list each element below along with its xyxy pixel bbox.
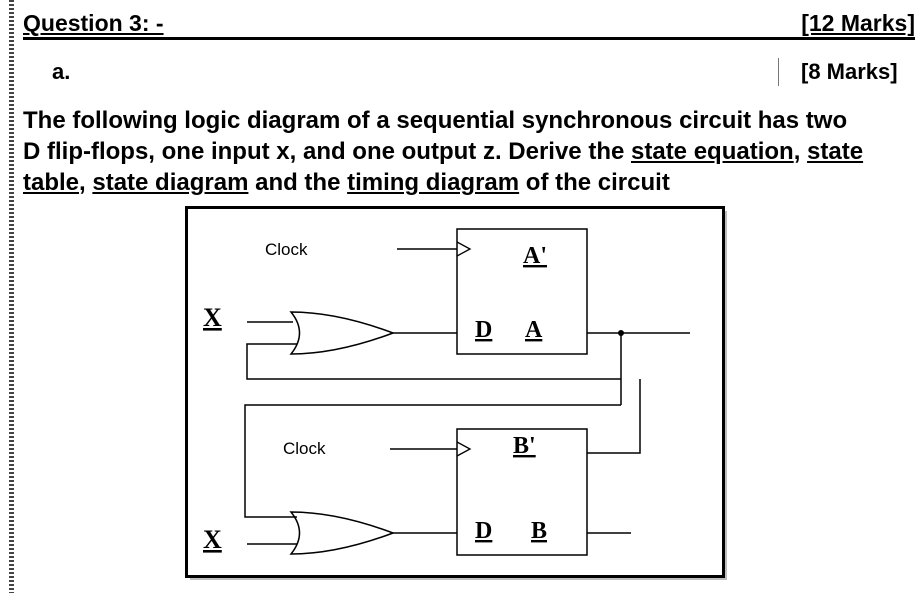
ff-b-d-label: D xyxy=(475,518,492,544)
ff-a-clock-label: Clock xyxy=(265,240,308,259)
text-segment: , xyxy=(793,138,808,165)
title-underline-rule xyxy=(23,37,915,40)
term-state-diagram: state diagram xyxy=(92,169,249,196)
term-state: state xyxy=(807,138,864,165)
ff-b-clock-label: Clock xyxy=(283,439,326,458)
diagram-frame xyxy=(185,206,725,578)
logic-diagram: Clock A' D A X Clock B' D B X xyxy=(185,206,728,581)
term-state-equation: state equation xyxy=(631,138,794,165)
part-label: a. xyxy=(52,59,71,84)
ff-b-q-label: B xyxy=(531,518,547,544)
part-separator xyxy=(778,58,779,86)
ff-a-clock-triangle-icon xyxy=(456,241,472,257)
left-margin-rule xyxy=(9,0,14,593)
or-gate-a-icon xyxy=(289,311,396,355)
ff-a-d-label: D xyxy=(475,317,492,343)
term-timing-diagram: timing diagram xyxy=(347,169,520,196)
text-segment: , xyxy=(79,169,93,196)
text-segment: D flip-flops, one input x, and one outpu… xyxy=(23,138,631,165)
flip-flop-b xyxy=(456,428,588,556)
paragraph-line-3: table, state diagram and the timing diag… xyxy=(23,167,863,198)
term-table: table xyxy=(23,169,80,196)
input-x-top-label: X xyxy=(203,303,222,332)
text-segment: and the xyxy=(248,169,348,196)
ff-b-qbar-wire xyxy=(587,379,641,454)
ff-a-qbar-label: A' xyxy=(523,243,547,269)
paragraph-line-2: D flip-flops, one input x, and one outpu… xyxy=(23,136,863,167)
part-marks: [8 Marks] xyxy=(801,59,898,84)
question-marks: [12 Marks] xyxy=(801,10,915,36)
question-paragraph: The following logic diagram of a sequent… xyxy=(23,105,863,198)
logic-diagram-svg: Clock A' D A X Clock B' D B X xyxy=(185,206,727,580)
ff-b-clock-triangle-icon xyxy=(456,441,472,457)
text-segment: of the circuit xyxy=(519,169,670,196)
question-title: Question 3: - xyxy=(23,10,164,36)
feedback-wire-a-loop xyxy=(246,343,621,380)
flip-flop-a xyxy=(456,228,588,355)
feedback-wire-b-loop xyxy=(244,404,621,518)
paragraph-line-1: The following logic diagram of a sequent… xyxy=(23,107,848,134)
ff-b-qbar-label: B' xyxy=(513,433,536,459)
input-x-bottom-label: X xyxy=(203,525,222,554)
ff-a-q-label: A xyxy=(525,317,543,343)
or-gate-b-icon xyxy=(289,511,396,555)
